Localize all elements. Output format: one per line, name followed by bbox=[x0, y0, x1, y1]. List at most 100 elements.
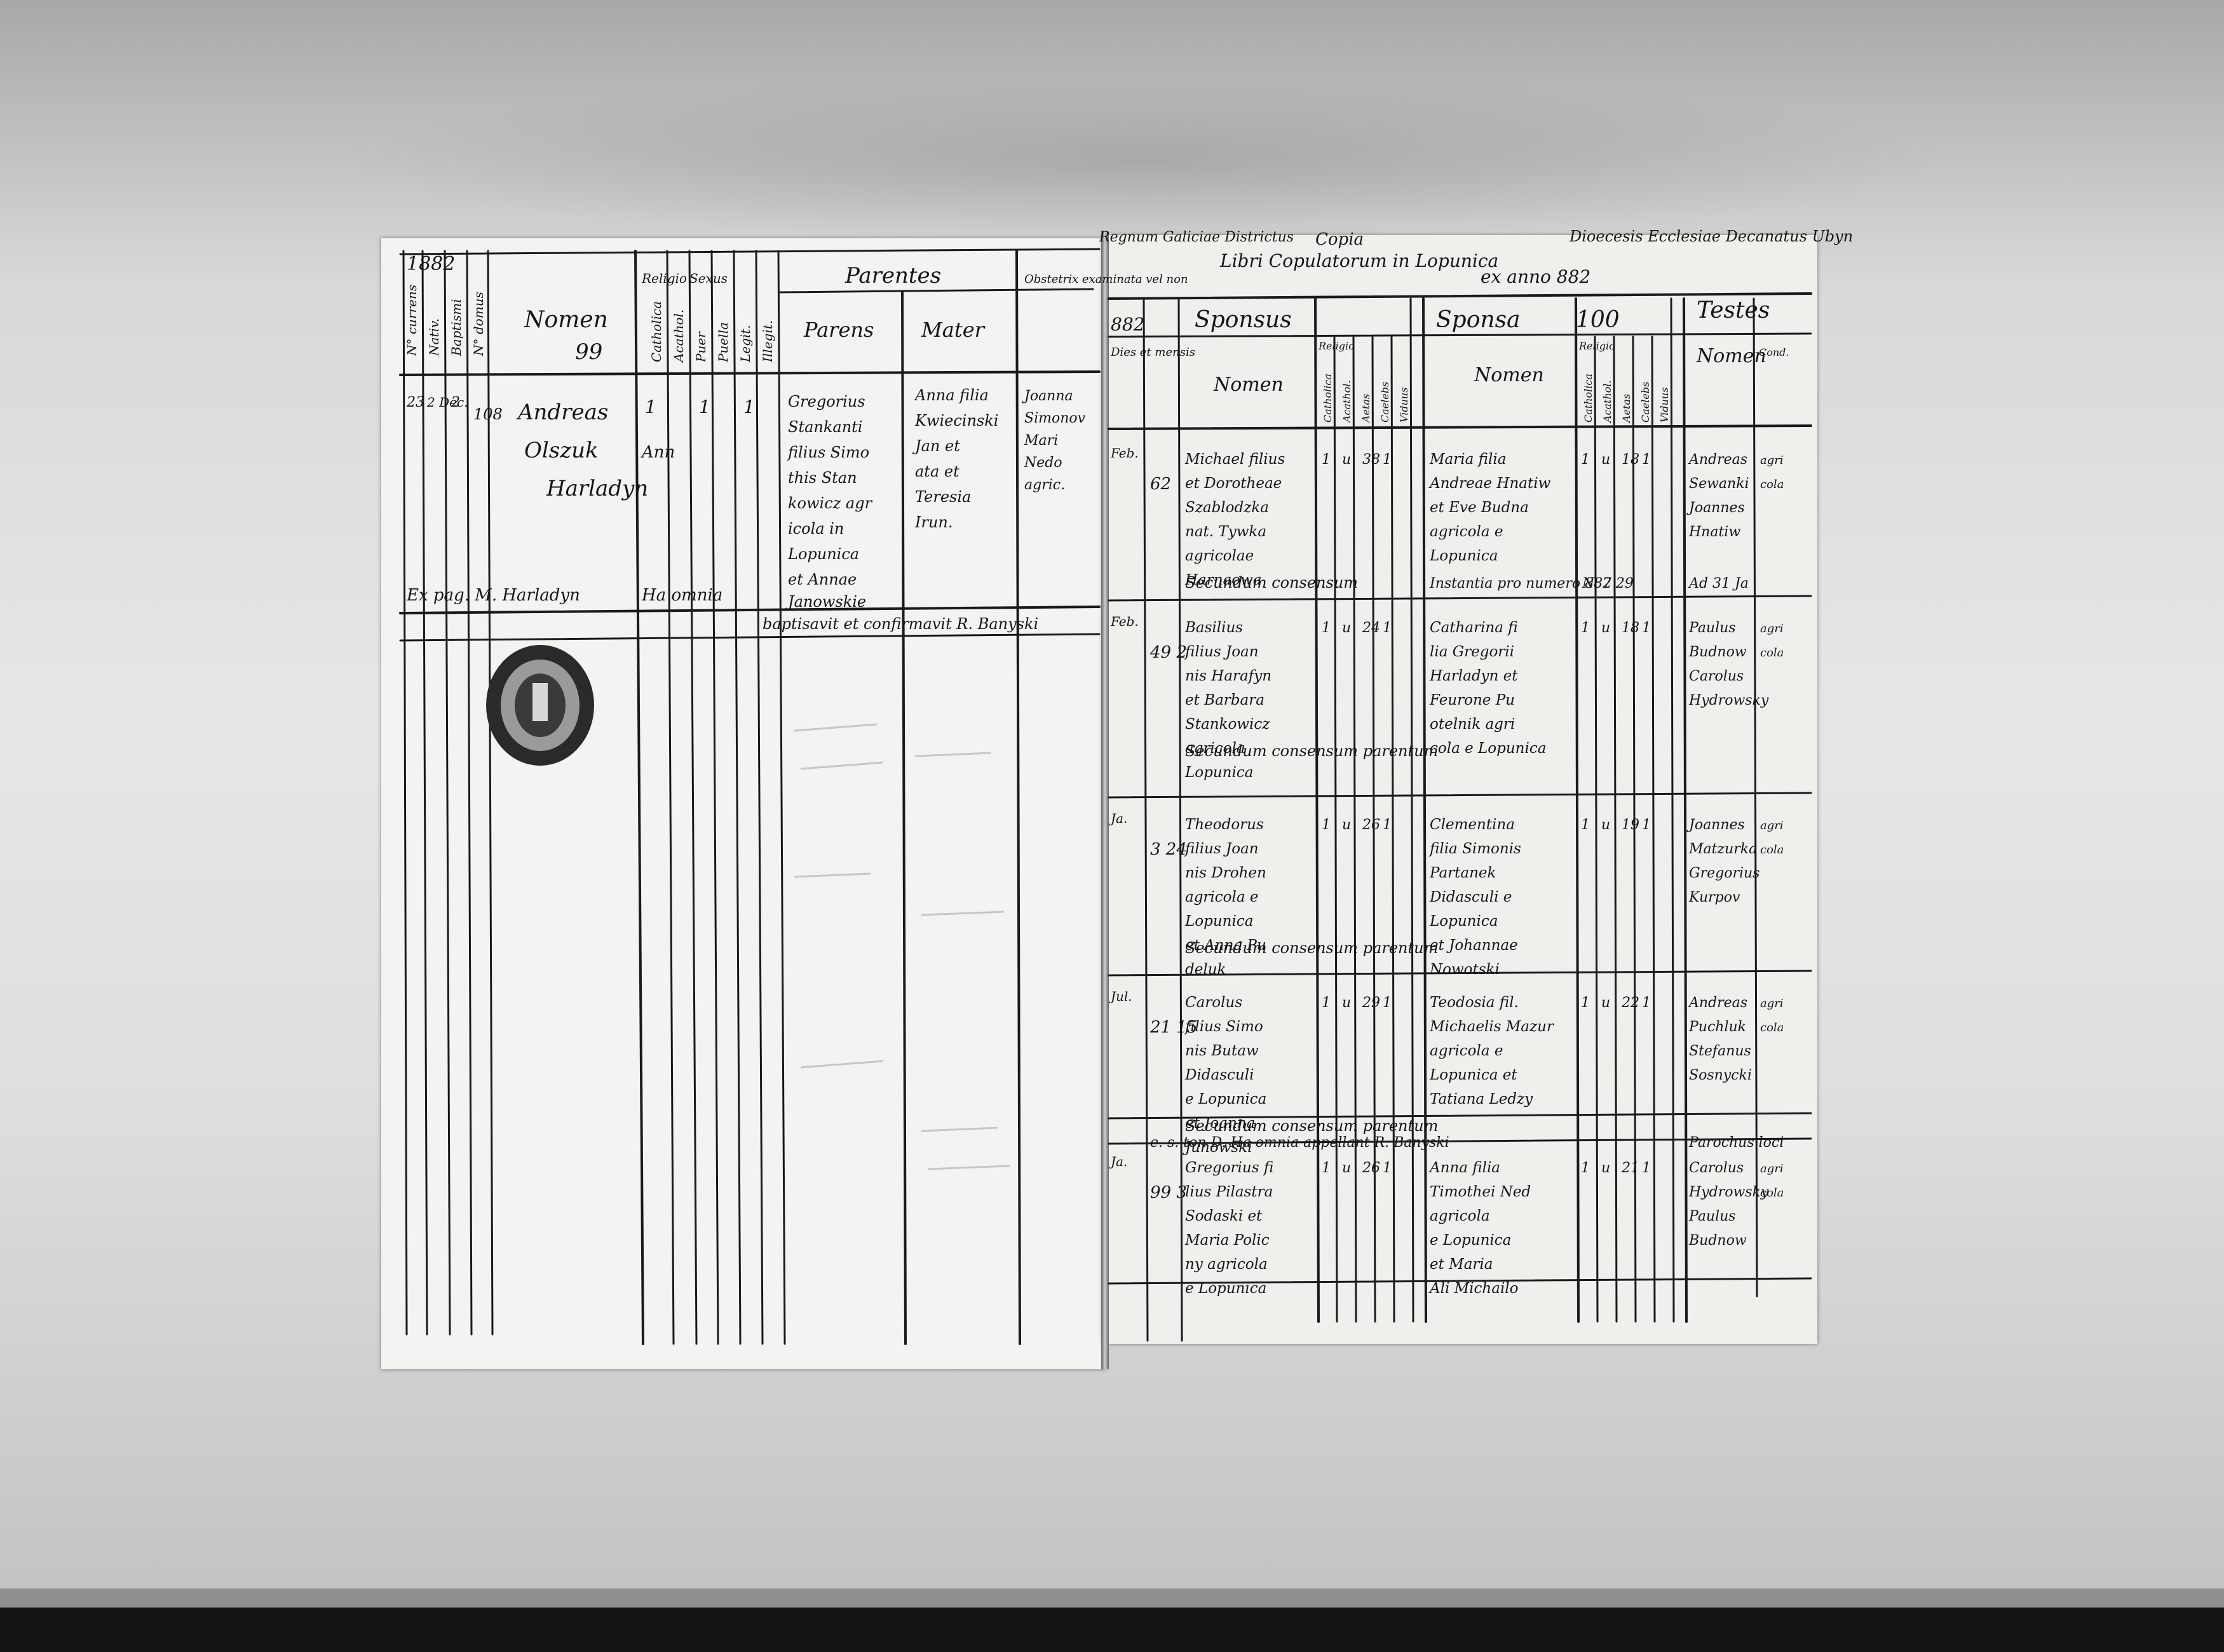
testes-remark: agri bbox=[1760, 454, 1784, 467]
sponsus-mark: 1 bbox=[1383, 817, 1392, 833]
sponsa-line: Partanek bbox=[1429, 865, 1496, 881]
entry-legit: 1 bbox=[743, 396, 755, 417]
sponsa-line: Clementina bbox=[1430, 816, 1515, 833]
sponsus-line: Sodaski et bbox=[1185, 1208, 1263, 1224]
testes-line: Joannes bbox=[1686, 500, 1745, 516]
sponsus-sub-religio: Religio bbox=[1318, 340, 1355, 352]
entry-note-right: Instantia pro numero 882 bbox=[1429, 576, 1611, 592]
testes-line: Matzurka bbox=[1688, 841, 1757, 857]
testes-nomen-header: Nomen bbox=[1696, 345, 1766, 367]
sponsus-line: Didasculi bbox=[1184, 1067, 1254, 1083]
sponsus-line: filius Joan bbox=[1184, 841, 1259, 857]
sponsus-mark: 26 bbox=[1362, 817, 1380, 833]
header-obstetrix: Obstetrix examinata vel non bbox=[1024, 273, 1188, 286]
obstetrix-line1: Joanna bbox=[1022, 388, 1073, 404]
sponsus-mark: u bbox=[1342, 1160, 1351, 1176]
entry-note-testes: Ad 31 Ja bbox=[1688, 576, 1749, 592]
title-anno: ex anno 882 bbox=[1481, 266, 1590, 287]
sponsus-line: deluk bbox=[1185, 961, 1226, 978]
entry-note: Secundum consensum parentum bbox=[1185, 742, 1438, 760]
sponsus-mark: 38 bbox=[1362, 452, 1380, 468]
testes-line: Budnow bbox=[1688, 644, 1747, 660]
sponsus-mark: u bbox=[1342, 620, 1351, 636]
header-sponsa: Sponsa bbox=[1436, 307, 1521, 333]
mater-line1: Anna filia bbox=[914, 386, 989, 404]
sponsa-line: et Johannae bbox=[1430, 937, 1518, 954]
pater-line4: this Stan bbox=[788, 469, 857, 487]
sponsus-line: agricola bbox=[1185, 740, 1245, 757]
sponsa-line: otelnik agri bbox=[1430, 716, 1515, 733]
obstetrix-line4: Nedo bbox=[1024, 455, 1062, 471]
testes-line: Puchluk bbox=[1688, 1019, 1746, 1035]
entry-date: Jul. bbox=[1108, 989, 1132, 1004]
header-sponsa-number: 100 bbox=[1576, 307, 1620, 333]
sub-puella: Puella bbox=[715, 322, 731, 363]
sponsus-line: Lopunica bbox=[1184, 764, 1253, 781]
obstetrix-line5: agric. bbox=[1024, 477, 1065, 493]
sponsa-line: lia Gregorii bbox=[1430, 644, 1514, 660]
sponsus-line: nis Harafyn bbox=[1185, 668, 1271, 684]
sponsa-line: Nowotski bbox=[1429, 961, 1500, 978]
mater-line3: Jan et bbox=[912, 437, 960, 455]
header-baptismi: Baptismi bbox=[449, 299, 464, 356]
sponsus-line: agricolae bbox=[1185, 548, 1254, 564]
sponsa-line: Tatiana Ledzy bbox=[1430, 1091, 1533, 1107]
left-page-text: 1882 N° currens Nativ. Baptismi N° domus… bbox=[404, 253, 1188, 633]
entry-note-testes: Parochus loci bbox=[1688, 1135, 1784, 1151]
sponsus-line: Stankowicz bbox=[1185, 716, 1270, 733]
background-shadow bbox=[318, 76, 1970, 241]
header-nomen: Nomen bbox=[524, 307, 608, 333]
testes-remark: agri bbox=[1760, 622, 1784, 635]
header-pater: Parens bbox=[803, 318, 874, 342]
header-sponsus: Sponsus bbox=[1195, 307, 1292, 333]
entry-baptismi: 2 bbox=[451, 395, 460, 410]
sponsus-line: nis Butaw bbox=[1185, 1043, 1259, 1059]
sponsus-sub-viduus: Viduus bbox=[1398, 388, 1410, 423]
sponsa-mark: 21 bbox=[1621, 1160, 1639, 1176]
sub-puer: Puer bbox=[693, 331, 709, 363]
remark-mid: Ha omnia bbox=[641, 586, 722, 605]
pater-line9: Janowskie bbox=[785, 593, 866, 611]
header-numero: N° currens bbox=[404, 285, 419, 356]
header-domus: N° domus bbox=[471, 292, 486, 356]
entry-date: Feb. bbox=[1110, 614, 1139, 629]
entry-acathol: Ann bbox=[641, 443, 675, 462]
testes-line: Sosnycki bbox=[1689, 1067, 1752, 1083]
sponsa-mark: 19 bbox=[1622, 817, 1639, 833]
entry-note-row: e. s. ton D. Ha omnia appellant R. Banys… bbox=[1150, 1135, 1449, 1151]
mater-line4: ata et bbox=[915, 463, 959, 480]
sponsus-line: Maria Polic bbox=[1184, 1232, 1270, 1249]
sponsa-sub-acathol: Acathol. bbox=[1601, 380, 1613, 424]
sub-legitimi: Legit. bbox=[738, 325, 753, 363]
sponsus-line: agricola e bbox=[1185, 889, 1259, 905]
sponsa-line: et Maria bbox=[1430, 1256, 1493, 1273]
sub-catholica: Catholica bbox=[649, 301, 664, 362]
testes-remark: agri bbox=[1760, 997, 1784, 1010]
testes-line: Andreas bbox=[1688, 452, 1747, 468]
sponsus-nomen-header: Nomen bbox=[1213, 374, 1284, 396]
sponsa-mark: 1 bbox=[1642, 995, 1651, 1011]
sponsus-line: Theodorus bbox=[1185, 816, 1264, 833]
sponsa-line: Anna filia bbox=[1428, 1160, 1500, 1176]
sponsa-mark: u bbox=[1601, 995, 1610, 1011]
testes-remark: agri bbox=[1760, 1162, 1784, 1175]
sponsa-line: Teodosia fil. bbox=[1430, 994, 1519, 1011]
sponsa-line: agricola e bbox=[1430, 524, 1503, 540]
official-seal bbox=[486, 645, 594, 766]
sponsus-mark: 24 bbox=[1362, 620, 1380, 636]
sponsa-mark: 1 bbox=[1581, 452, 1590, 468]
testes-remark: cola bbox=[1760, 646, 1784, 660]
sponsa-sub-caelebs: Caelebs bbox=[1639, 382, 1651, 423]
header-sexus: Sexus bbox=[689, 271, 728, 286]
sponsa-nomen-header: Nomen bbox=[1474, 364, 1544, 386]
sponsa-mark: u bbox=[1601, 452, 1610, 468]
sponsus-mark: 1 bbox=[1383, 452, 1392, 468]
sponsa-mark: 1 bbox=[1642, 452, 1651, 468]
sponsa-mark: 18 bbox=[1622, 620, 1639, 636]
sponsa-line: agricola bbox=[1430, 1208, 1490, 1224]
testes-line: Joannes bbox=[1686, 817, 1745, 833]
sponsus-line: et Joanna bbox=[1185, 1115, 1255, 1132]
sponsa-mark: 1 bbox=[1642, 620, 1651, 636]
entry-house: 21 15 bbox=[1149, 1018, 1197, 1037]
